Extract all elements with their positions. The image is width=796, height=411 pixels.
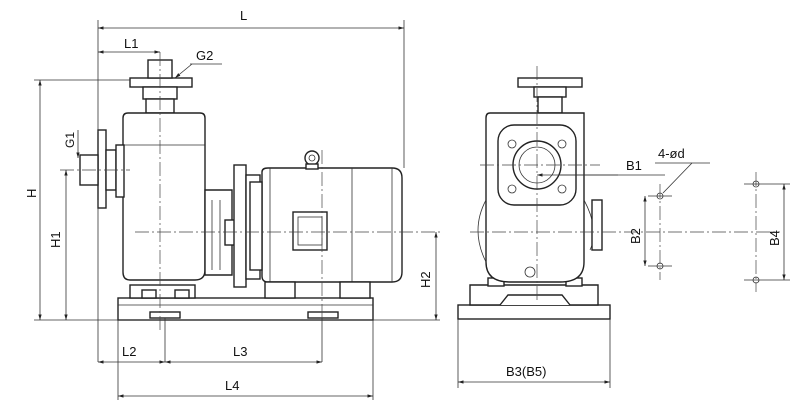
motor [249,150,403,299]
dim-G1: G1 [63,132,77,148]
dim-B1: B1 [626,158,642,173]
dim-L: L [240,8,247,23]
dim-B2: B2 [628,228,643,244]
bolt-hole-layout-b2: B2 4-ød [628,146,710,280]
dim-B3B5: B3(B5) [506,364,546,379]
terminal-box [292,211,328,251]
front-base-plate [457,304,611,320]
bolt-hole-layout-b4: B4 [744,172,790,292]
motor-flange [233,164,247,288]
dim-L1: L1 [124,36,138,51]
dim-L3: L3 [233,344,247,359]
outlet-flange [129,59,193,114]
inlet-flange [79,129,125,209]
hole-callout: 4-ød [658,146,685,161]
dim-G2: G2 [196,48,213,63]
dim-B4: B4 [767,230,782,246]
dim-L4: L4 [225,378,239,393]
dim-L2: L2 [122,344,136,359]
front-view: B1 B3(B5) [457,66,780,388]
dim-H: H [24,189,39,198]
dim-H2: H2 [418,271,433,288]
pump-casing [122,112,206,281]
dim-H1: H1 [48,231,63,248]
side-view: L L1 G2 G1 H H1 H2 L2 L3 [24,8,440,400]
